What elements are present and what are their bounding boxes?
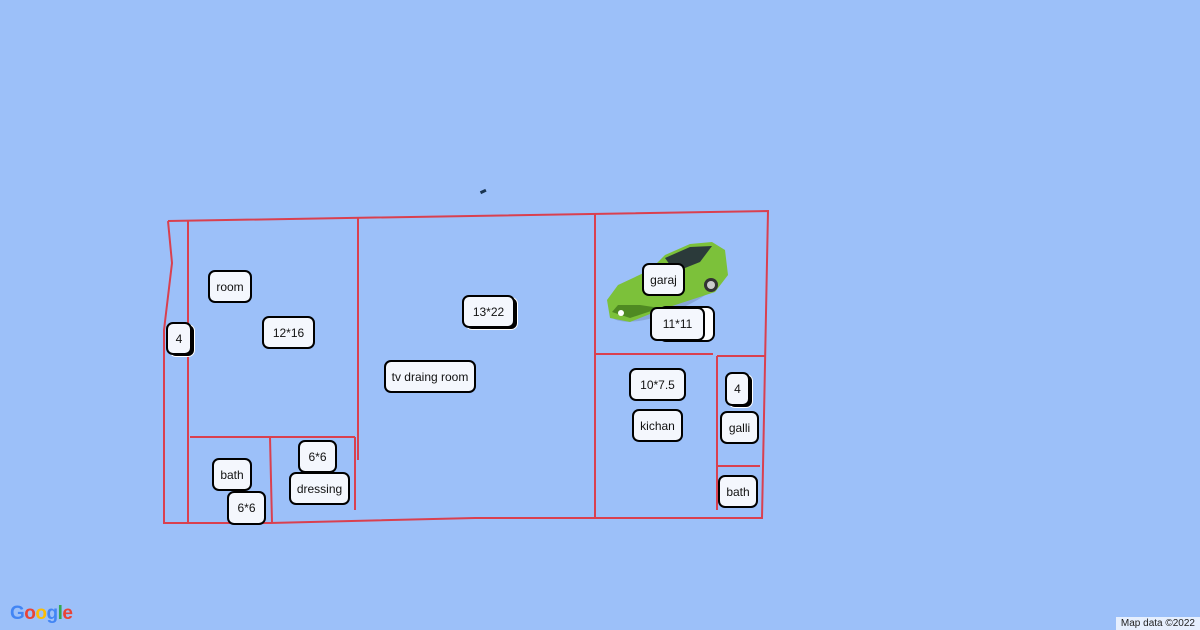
bath-left-size-label[interactable]: 6*6: [227, 491, 266, 525]
kichan-size-label[interactable]: 10*7.5: [629, 368, 686, 401]
garaj-label[interactable]: garaj: [642, 263, 685, 296]
map-attribution[interactable]: Map data ©2022: [1115, 617, 1200, 630]
outer-boundary[interactable]: [163, 209, 770, 524]
google-logo[interactable]: Google: [10, 603, 73, 624]
kichan-label[interactable]: kichan: [632, 409, 683, 442]
bath-right-label[interactable]: bath: [718, 475, 758, 508]
dressing-label[interactable]: dressing: [289, 472, 350, 505]
room-size-label[interactable]: 12*16: [262, 316, 315, 349]
garaj-size-label[interactable]: 11*11: [650, 307, 705, 341]
galli-label[interactable]: galli: [720, 411, 759, 444]
tv-room-size-label[interactable]: 13*22: [462, 295, 515, 328]
galli-width-label[interactable]: 4: [725, 372, 750, 406]
room-label[interactable]: room: [208, 270, 252, 303]
tv-room-label[interactable]: tv draing room: [384, 360, 476, 393]
dressing-size-label[interactable]: 6*6: [298, 440, 337, 473]
left-corridor-width-label[interactable]: 4: [166, 322, 192, 355]
wall-bath-dressing[interactable]: [269, 436, 273, 524]
floor-plan-lines: [163, 209, 770, 524]
map-marker-dot: [479, 188, 487, 195]
bath-left-label[interactable]: bath: [212, 458, 252, 491]
